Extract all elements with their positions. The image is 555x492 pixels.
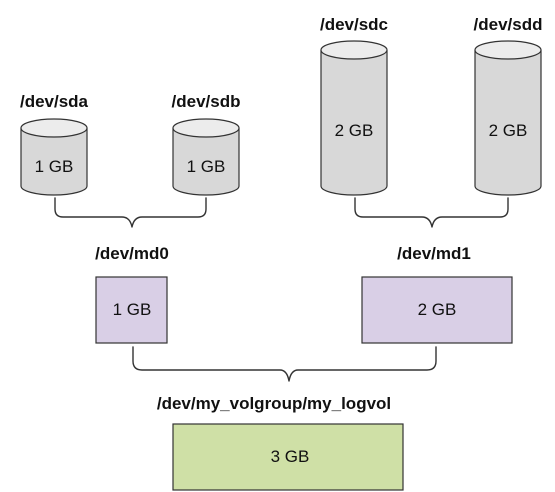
disk-sdd-label: /dev/sdd (474, 15, 543, 34)
logical-volume-label: /dev/my_volgroup/my_logvol (157, 394, 391, 413)
bracket-md0-md1-to-logvol (132, 346, 437, 382)
disk-sdb-cylinder-top (172, 118, 240, 138)
raid-md1-box (361, 276, 513, 344)
disk-sdd: /dev/sdd 2 GB (474, 15, 543, 196)
disk-sdb: /dev/sdb 1 GB (172, 92, 241, 196)
disk-sda: /dev/sda 1 GB (20, 92, 89, 196)
raid-md0-box (95, 276, 168, 344)
raid-md0-size: 1 GB (113, 300, 152, 319)
disk-sdd-cylinder-body (474, 50, 542, 196)
disk-sdc-size: 2 GB (335, 121, 374, 140)
raid-md0: /dev/md0 1 GB (95, 244, 169, 344)
raid-md1-size: 2 GB (418, 300, 457, 319)
disk-sdc-label: /dev/sdc (320, 15, 388, 34)
disk-sda-cylinder-top (20, 118, 88, 138)
raid-md0-label: /dev/md0 (95, 244, 169, 263)
bracket-sdc-sdd-to-md1 (354, 197, 509, 228)
raid-md1: /dev/md1 2 GB (361, 244, 513, 344)
disk-sdc: /dev/sdc 2 GB (320, 15, 388, 196)
disk-sda-size: 1 GB (35, 157, 74, 176)
disk-sdc-cylinder-body (320, 50, 388, 196)
raid-md1-label: /dev/md1 (397, 244, 471, 263)
disk-sda-label: /dev/sda (20, 92, 89, 111)
disk-sdb-size: 1 GB (187, 157, 226, 176)
disk-sdc-cylinder-top (320, 40, 388, 60)
disk-sda-cylinder-body (20, 128, 88, 196)
logical-volume: /dev/my_volgroup/my_logvol 3 GB (157, 394, 404, 491)
disk-sdd-size: 2 GB (489, 121, 528, 140)
disk-sdd-cylinder-top (474, 40, 542, 60)
disk-sdb-label: /dev/sdb (172, 92, 241, 111)
bracket-sda-sdb-to-md0 (54, 197, 207, 228)
disk-sdb-cylinder-body (172, 128, 240, 196)
logical-volume-size: 3 GB (271, 447, 310, 466)
logical-volume-box (172, 423, 404, 491)
